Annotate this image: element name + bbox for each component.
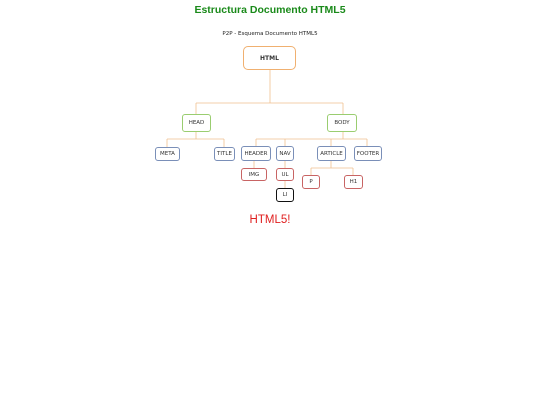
node-li: LI	[276, 188, 294, 202]
connector-article	[310, 161, 354, 175]
node-article: ARTICLE	[317, 146, 346, 161]
page-title: Estructura Documento HTML5	[194, 4, 346, 16]
node-h1: H1	[344, 175, 363, 189]
node-html: HTML	[243, 46, 296, 70]
footer-text: HTML5!	[249, 214, 291, 226]
node-body: BODY	[327, 114, 357, 132]
node-meta: META	[155, 147, 180, 161]
connector-head	[166, 132, 225, 147]
connector-body	[255, 132, 368, 146]
node-img: IMG	[241, 168, 267, 181]
node-footer: FOOTER	[354, 146, 382, 161]
node-header: HEADER	[241, 146, 271, 161]
node-p: P	[302, 175, 320, 189]
connector-html	[195, 70, 344, 114]
node-nav: NAV	[276, 146, 294, 161]
diagram-title: P2P - Esquema Documento HTML5	[222, 31, 318, 37]
node-head: HEAD	[182, 114, 211, 132]
node-ul: UL	[276, 168, 294, 181]
node-title: TITLE	[214, 147, 235, 161]
